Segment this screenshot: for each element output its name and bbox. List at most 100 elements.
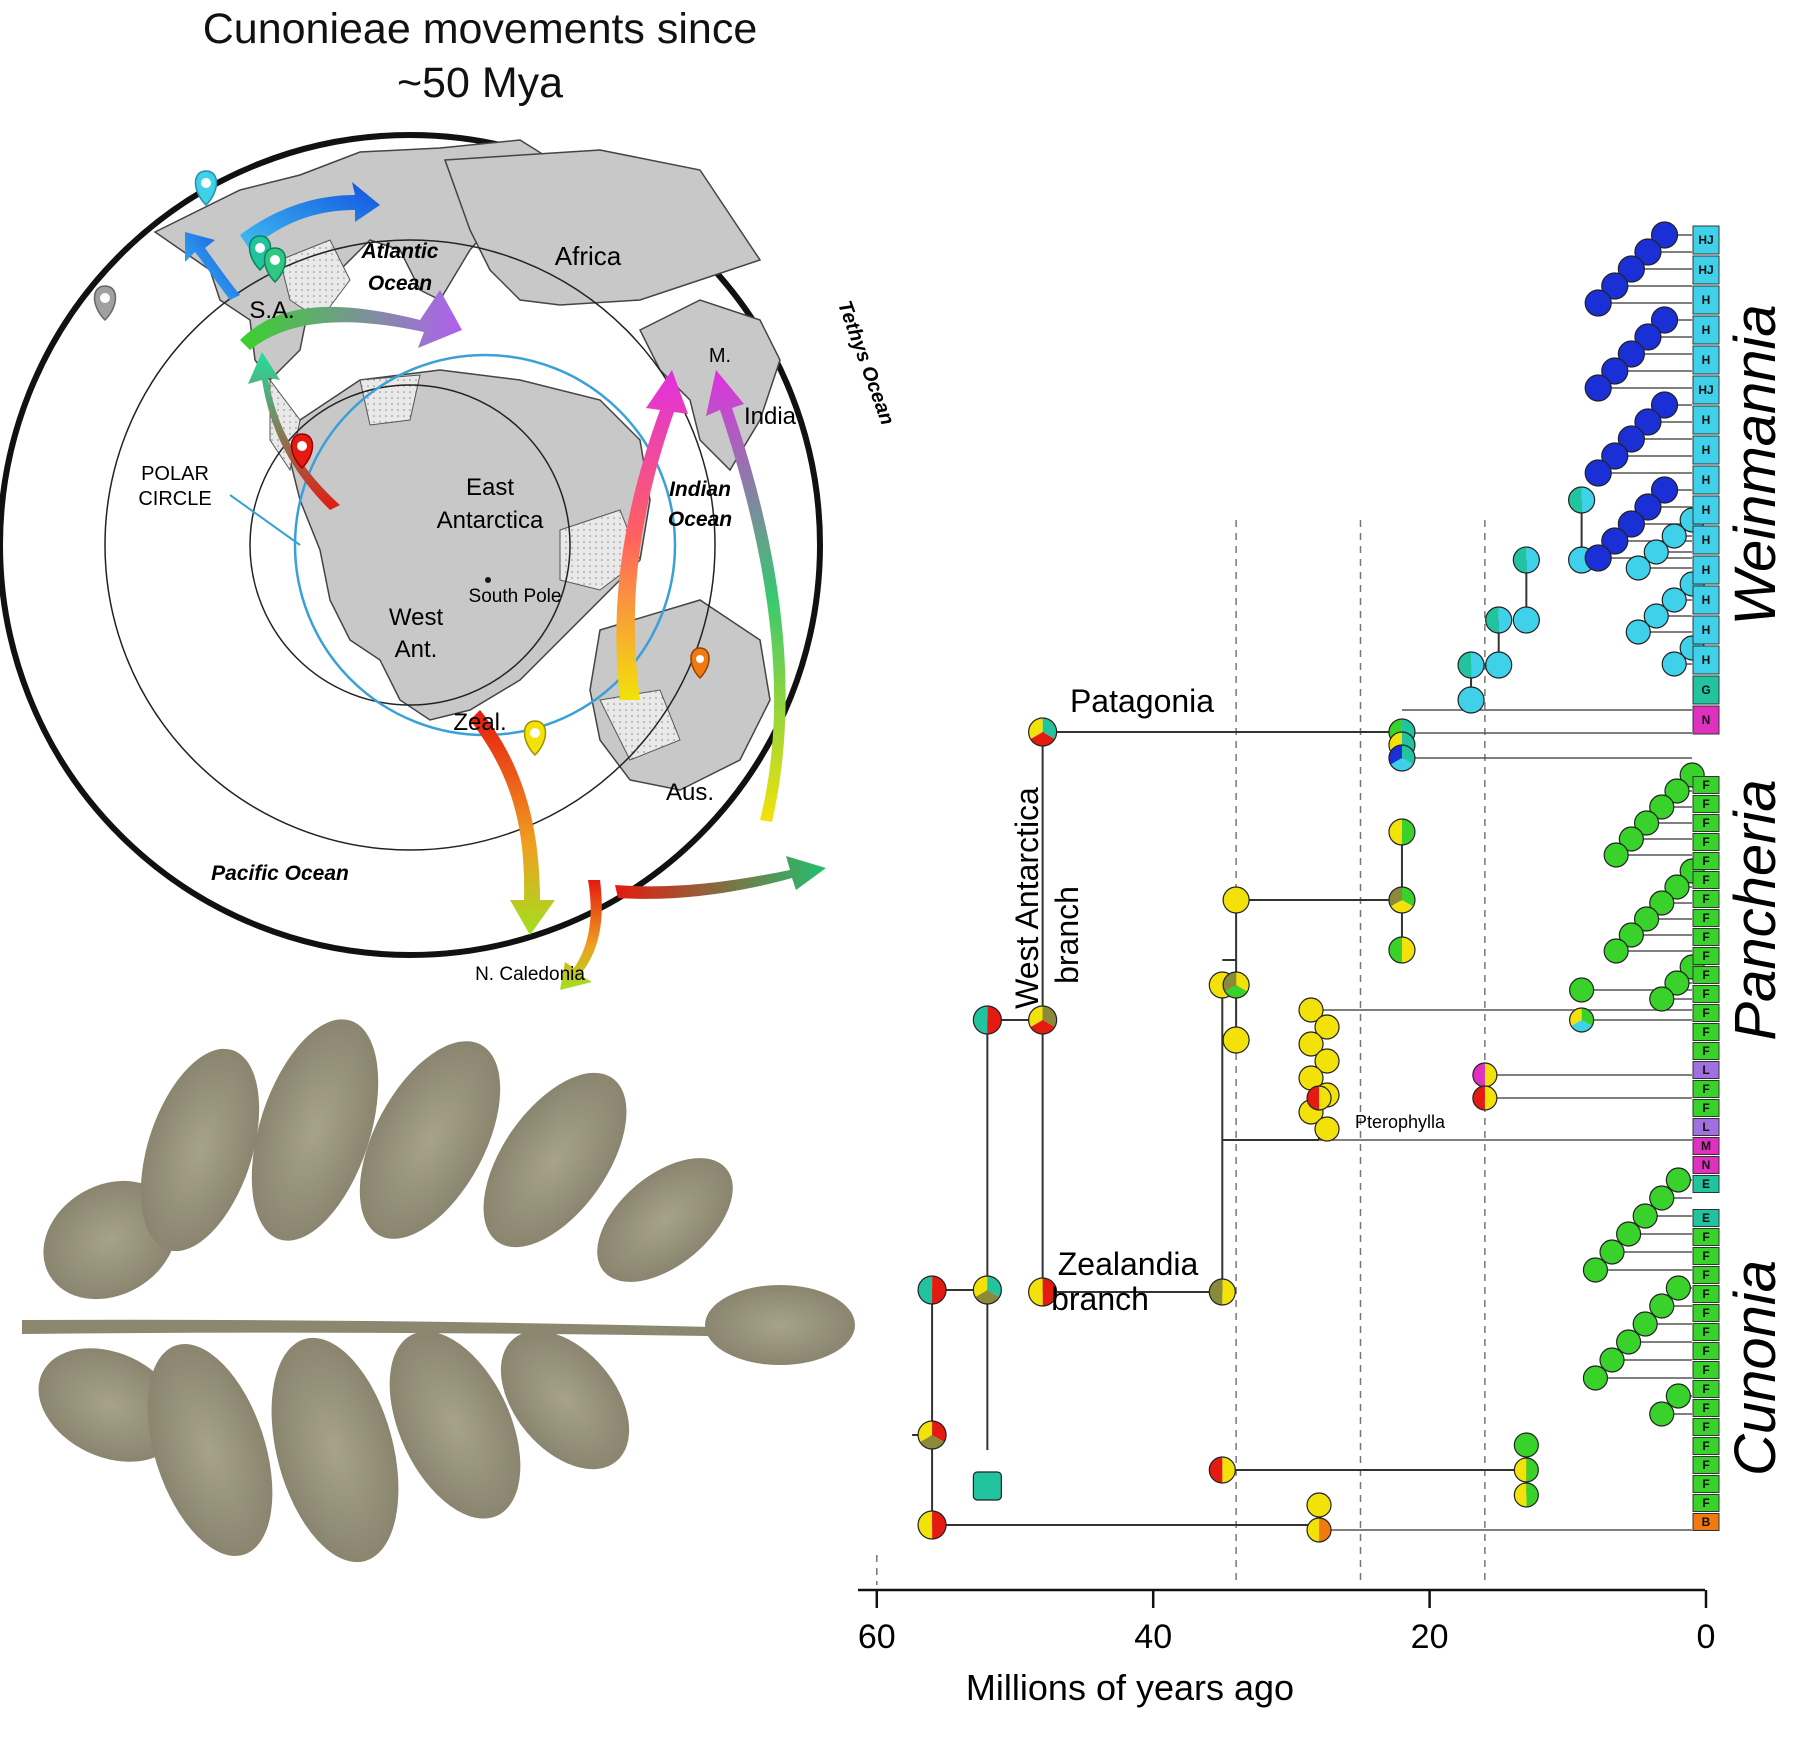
tip-box [1692,705,1720,735]
tip-code: F [1702,1401,1709,1415]
node-pie [1569,977,1595,1003]
node-pie-slice [1485,607,1499,633]
tip-box [1692,1513,1720,1531]
node-pie [1618,826,1644,852]
tip-code: F [1702,1025,1709,1039]
tip-box [1692,1175,1720,1193]
tip-pancheria: F [1692,947,1720,965]
tip-box [1692,1247,1720,1265]
node-root-lower [917,1510,947,1540]
tip-code: F [1702,1287,1709,1301]
node-pancheria [1649,986,1675,1012]
tip-box [1692,852,1720,870]
node-pie-outline [1472,1062,1498,1088]
node-pie-slice [975,1290,1000,1304]
node-pie [1222,1026,1250,1054]
node-cunonia [1599,1239,1625,1265]
node [1208,1456,1236,1484]
node-cunonia [1665,1383,1691,1409]
node-pie [1582,1257,1609,1283]
node-pie [1512,606,1540,634]
figure-title-line-1: Cunonieae movements since [202,5,758,53]
tip-cunonia: F [1692,1228,1720,1246]
node-cunonia [1649,1293,1675,1319]
tip-box [1692,985,1720,1003]
tip-code: F [1702,968,1709,982]
node-pie [1650,306,1679,334]
node-weinmannia [1634,408,1662,436]
node-pie-slice [1224,985,1248,998]
label-west-antarctica: West Antarctica [1009,787,1045,1009]
node-cunonia [1616,1329,1642,1355]
latitude-ring [104,239,716,851]
tip-pancheria: L [1692,1061,1720,1079]
tip-box [1692,1456,1720,1474]
node-pancheria [1618,826,1644,852]
tip-box [1692,225,1720,255]
tip-pancheria: F [1692,1099,1720,1117]
tip-code: F [1702,1458,1709,1472]
antarctica-land [289,369,651,721]
tip-code: H [1702,503,1711,517]
node-pie-slice [1030,1020,1055,1034]
leaflet [359,1041,501,1239]
node-pie-outline [1388,744,1416,772]
label-west-ant-1: West [389,604,444,631]
label-indian-ocean: Ocean [668,508,732,531]
tip-box [1692,1342,1720,1360]
node-pie-slice [932,1276,947,1304]
tip-code: E [1702,1177,1710,1191]
node-square [972,1471,1002,1501]
label-madagascar: M. [709,345,731,367]
node-weinmannia [1617,425,1645,453]
label-indian: Indian [669,478,731,501]
node [1512,606,1540,634]
tip-pancheria: F [1692,776,1720,794]
tip-cunonia: F [1692,1456,1720,1474]
label-south-pole: South Pole [469,586,562,607]
node [972,1275,1002,1305]
label-atlantic-ocean: Ocean [368,272,432,295]
tip-cunonia: F [1692,1437,1720,1455]
node [1388,818,1416,846]
tip-cunonia: F [1692,1247,1720,1265]
node-pancheria [1603,938,1629,964]
node [1513,1432,1539,1458]
node [1569,1007,1595,1033]
label-pterophylla: Pterophylla [1355,1112,1446,1132]
tip-box [1692,1137,1720,1155]
tip-weinmannia: H [1692,525,1720,555]
tip-pancheria: M [1692,1137,1720,1155]
node-pie-slice [1471,652,1485,678]
node-pie-slice [1319,1518,1332,1542]
node-pterophylla [1314,1048,1340,1074]
tip-code: F [1702,1420,1709,1434]
node [1485,606,1513,634]
tip-code: F [1702,1230,1709,1244]
node [1457,651,1485,679]
node-pie-slice [1472,1086,1485,1110]
node-pie [1634,323,1662,351]
node-pancheria [1618,922,1644,948]
node-pie [1618,922,1644,948]
node [1513,1457,1539,1483]
node-pie-outline [1457,651,1485,679]
node-pie-slice [1484,1063,1497,1087]
node-pie [1584,459,1612,487]
tip-box [1692,645,1720,675]
tip-code: F [1702,1249,1709,1263]
location-pin [690,647,710,680]
node-pie [1649,1293,1675,1319]
node [1388,936,1416,964]
node-pancheria [1633,906,1660,932]
label-australia: Aus. [666,779,714,806]
node-weinmannia-light [1643,539,1669,565]
tip-weinmannia: H [1692,345,1720,375]
node-pie-outline [1222,971,1250,999]
node-pie-outline [1513,1482,1539,1508]
tip-code: F [1702,1268,1709,1282]
tree-branches [912,500,1583,1526]
tip-weinmannia: HJ [1692,225,1720,255]
node [1222,886,1250,914]
